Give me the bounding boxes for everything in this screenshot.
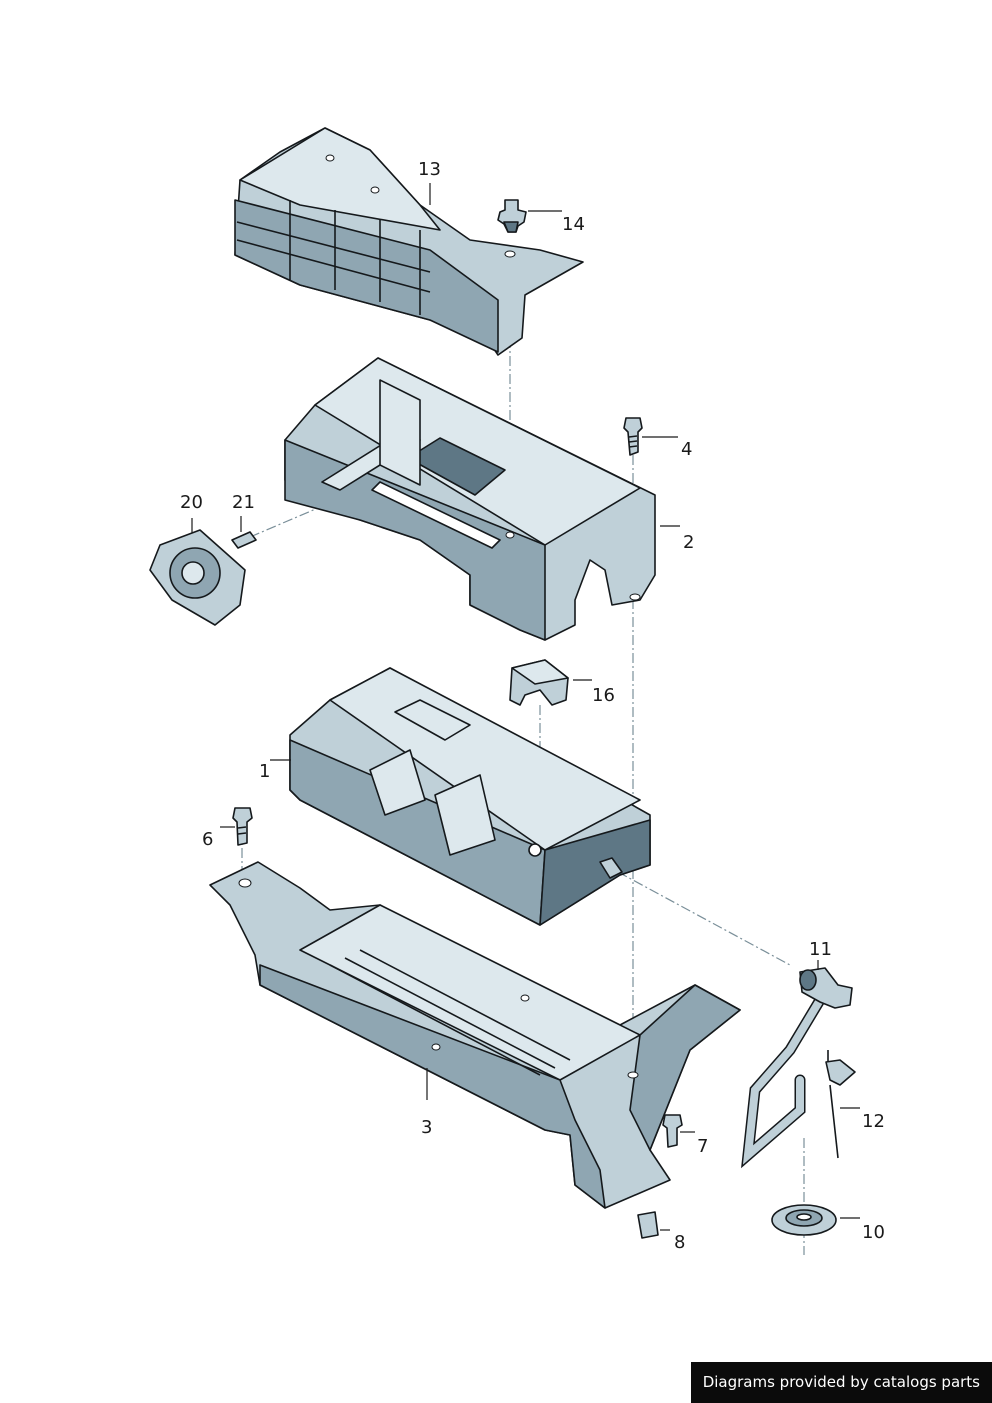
callout-7: 7 <box>697 1136 709 1157</box>
callout-2: 2 <box>683 532 695 553</box>
callout-12: 12 <box>862 1111 885 1132</box>
part-4-bolt <box>623 417 643 456</box>
part-8-nut <box>637 1211 659 1239</box>
footer-credit: Diagrams provided by catalogs parts <box>690 1362 992 1403</box>
callout-21: 21 <box>232 492 255 513</box>
callout-1: 1 <box>259 761 271 782</box>
callout-13: 13 <box>418 159 441 180</box>
part-11-hose <box>741 967 853 1169</box>
callout-3: 3 <box>421 1117 433 1138</box>
callout-8: 8 <box>674 1232 686 1253</box>
part-20-sensor <box>149 529 246 626</box>
callout-11: 11 <box>809 939 832 960</box>
callout-6: 6 <box>202 829 214 850</box>
part-6-bolt <box>232 807 253 846</box>
part-21-screw <box>231 531 257 549</box>
part-3-base-plate <box>209 861 741 1209</box>
part-12-cable-tie <box>825 1050 856 1159</box>
callout-20: 20 <box>180 492 203 513</box>
part-14-clip <box>497 199 527 233</box>
part-10-grommet <box>771 1204 837 1236</box>
callout-16: 16 <box>592 685 615 706</box>
callout-10: 10 <box>862 1222 885 1243</box>
leader-lines <box>191 183 860 1231</box>
part-2-carrier-frame <box>284 357 656 641</box>
part-1-control-unit <box>289 667 651 926</box>
part-16-cap <box>509 659 569 706</box>
callout-4: 4 <box>681 439 693 460</box>
callout-14: 14 <box>562 214 585 235</box>
part-7-bolt <box>662 1114 683 1148</box>
part-13-duct-cover <box>234 127 584 356</box>
